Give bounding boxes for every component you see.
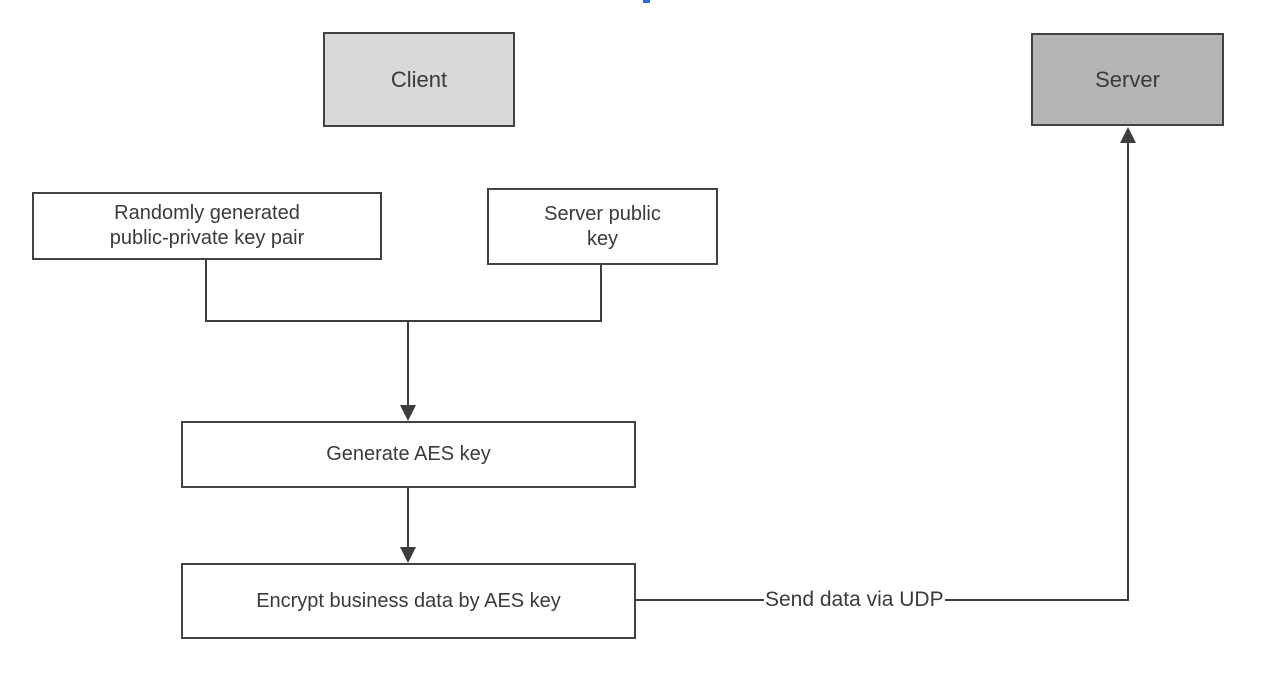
connector-to-generate-aes [407,321,409,407]
connector-join-horizontal [205,320,602,322]
connector-udp-vertical [1127,142,1129,601]
node-server-public-key: Server public key [487,188,718,265]
node-generate-aes-key: Generate AES key [181,421,636,488]
node-keypair-label: Randomly generated public-private key pa… [109,202,305,249]
connector-keypair-drop [205,260,207,322]
connector-server-public-key-drop [600,265,602,322]
udp-edge-label: Send data via UDP [764,588,945,612]
node-encrypt-business-data-label: Encrypt business data by AES key [256,589,561,612]
node-client-label: Client [390,66,448,92]
arrowhead-down-generate-icon [400,405,416,421]
node-generate-aes-key-label: Generate AES key [326,443,491,465]
node-server-label: Server [1095,66,1160,92]
node-keypair: Randomly generated public-private key pa… [32,192,382,260]
arrowhead-up-server-icon [1120,127,1136,143]
node-server: Server [1031,33,1224,126]
arrowhead-down-encrypt-icon [400,547,416,563]
blue-cursor-artifact [643,0,650,3]
connector-to-encrypt [407,488,409,549]
node-server-public-key-label: Server public key [544,202,661,250]
node-client: Client [323,32,515,127]
node-encrypt-business-data: Encrypt business data by AES key [181,563,636,639]
